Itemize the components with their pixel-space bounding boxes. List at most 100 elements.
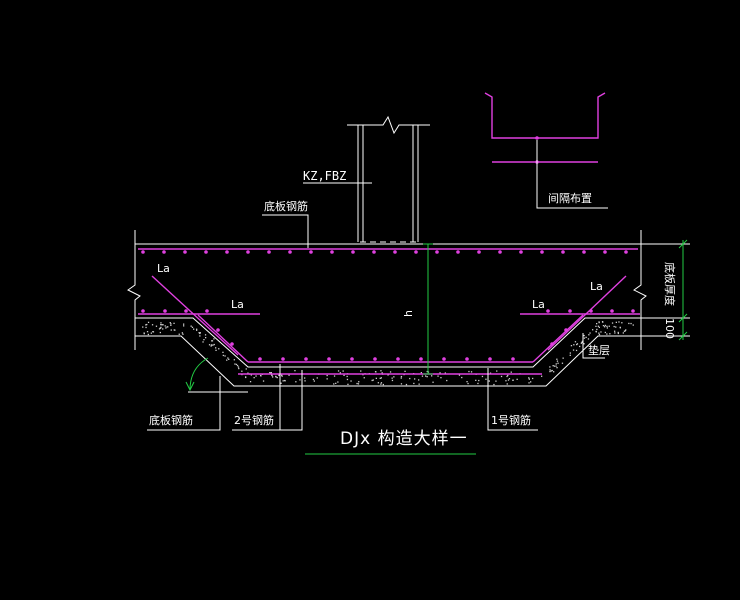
concrete-speck [556, 367, 558, 369]
concrete-speck [380, 383, 382, 385]
concrete-speck [458, 374, 461, 376]
concrete-speck [425, 375, 427, 377]
concrete-speck [467, 382, 469, 385]
concrete-speck [215, 349, 217, 351]
concrete-speck [470, 371, 473, 373]
left-diagonal-bar [151, 275, 239, 356]
concrete-speck [234, 363, 236, 365]
concrete-speck [190, 325, 192, 327]
concrete-speck [507, 374, 509, 377]
concrete-speck [477, 382, 479, 385]
concrete-speck [596, 323, 598, 325]
concrete-speck [343, 374, 345, 376]
rebar-dot [330, 250, 334, 254]
rebar-dot [550, 342, 554, 346]
concrete-speck [281, 374, 283, 376]
concrete-speck [405, 383, 408, 386]
rebar-dot [465, 357, 469, 361]
concrete-speck [404, 370, 406, 372]
concrete-speck [606, 325, 608, 327]
concrete-speck [247, 372, 249, 374]
concrete-speck [165, 327, 167, 329]
concrete-speck [380, 370, 382, 372]
concrete-speck [196, 329, 198, 331]
concrete-speck [606, 333, 608, 335]
concrete-speck [528, 378, 530, 380]
spacing-layout-label: 间隔布置 [548, 192, 592, 205]
concrete-speck [237, 366, 240, 368]
concrete-speck [151, 324, 154, 326]
concrete-speck [210, 345, 212, 347]
concrete-speck [281, 375, 283, 377]
concrete-speck [226, 359, 228, 361]
concrete-speck [475, 379, 477, 381]
rebar-dot [435, 250, 439, 254]
concrete-speck [173, 329, 175, 331]
concrete-speck [600, 331, 602, 333]
concrete-speck [595, 331, 597, 333]
spacing-detail: 间隔布置 [484, 92, 608, 209]
concrete-speck [440, 377, 442, 379]
rebar-dot [477, 250, 481, 254]
slab-left-edge [127, 230, 141, 320]
concrete-speck [391, 377, 393, 379]
rebar-dot [540, 250, 544, 254]
concrete-speck [553, 365, 556, 367]
concrete-speck [350, 380, 352, 382]
concrete-speck [245, 368, 247, 370]
concrete-speck [432, 381, 434, 383]
concrete-speck [618, 321, 620, 323]
concrete-speck [606, 327, 608, 329]
slope-angle-arrow [185, 381, 195, 392]
concrete-speck [549, 370, 551, 373]
concrete-speck [389, 371, 392, 373]
concrete-speck [375, 377, 377, 379]
concrete-speck [282, 380, 284, 382]
concrete-speck [183, 325, 185, 327]
concrete-speck [147, 321, 150, 323]
concrete-speck [170, 329, 172, 331]
concrete-speck [541, 375, 543, 377]
concrete-speck [249, 381, 252, 383]
concrete-speck [615, 321, 617, 323]
bottom-rebar-right-slope [532, 314, 584, 363]
concrete-speck [478, 379, 480, 382]
concrete-speck [202, 341, 204, 343]
concrete-speck [337, 381, 339, 383]
rebar-dot [204, 250, 208, 254]
concrete-speck [400, 383, 403, 385]
column-break-line [347, 115, 430, 135]
concrete-speck [598, 326, 600, 328]
concrete-speck [622, 332, 624, 334]
concrete-speck [288, 374, 290, 376]
concrete-speck [461, 376, 463, 379]
concrete-speck [143, 333, 145, 335]
concrete-speck [551, 369, 553, 372]
concrete-speck [481, 375, 484, 378]
concrete-speck [421, 375, 424, 377]
thickness-tick-top [678, 239, 688, 249]
concrete-speck [346, 375, 348, 378]
concrete-speck [211, 340, 214, 342]
rebar-dot [288, 250, 292, 254]
concrete-speck [381, 372, 383, 374]
concrete-speck [621, 322, 623, 324]
rebar-dot [183, 250, 187, 254]
rebar-dot [267, 250, 271, 254]
concrete-speck [182, 333, 184, 335]
concrete-speck [145, 326, 147, 329]
rebar-dot [582, 250, 586, 254]
concrete-speck [278, 374, 280, 376]
concrete-speck [604, 324, 606, 327]
concrete-speck [356, 382, 358, 385]
concrete-speck [393, 376, 395, 378]
concrete-speck [199, 335, 201, 337]
concrete-speck [506, 383, 508, 385]
rebar-dots [141, 250, 635, 361]
concrete-speck [205, 337, 207, 339]
concrete-speck [304, 377, 306, 379]
concrete-speck [585, 336, 587, 338]
concrete-speck [335, 382, 337, 384]
rebar-dot [230, 342, 234, 346]
cushion-leader [582, 333, 605, 359]
